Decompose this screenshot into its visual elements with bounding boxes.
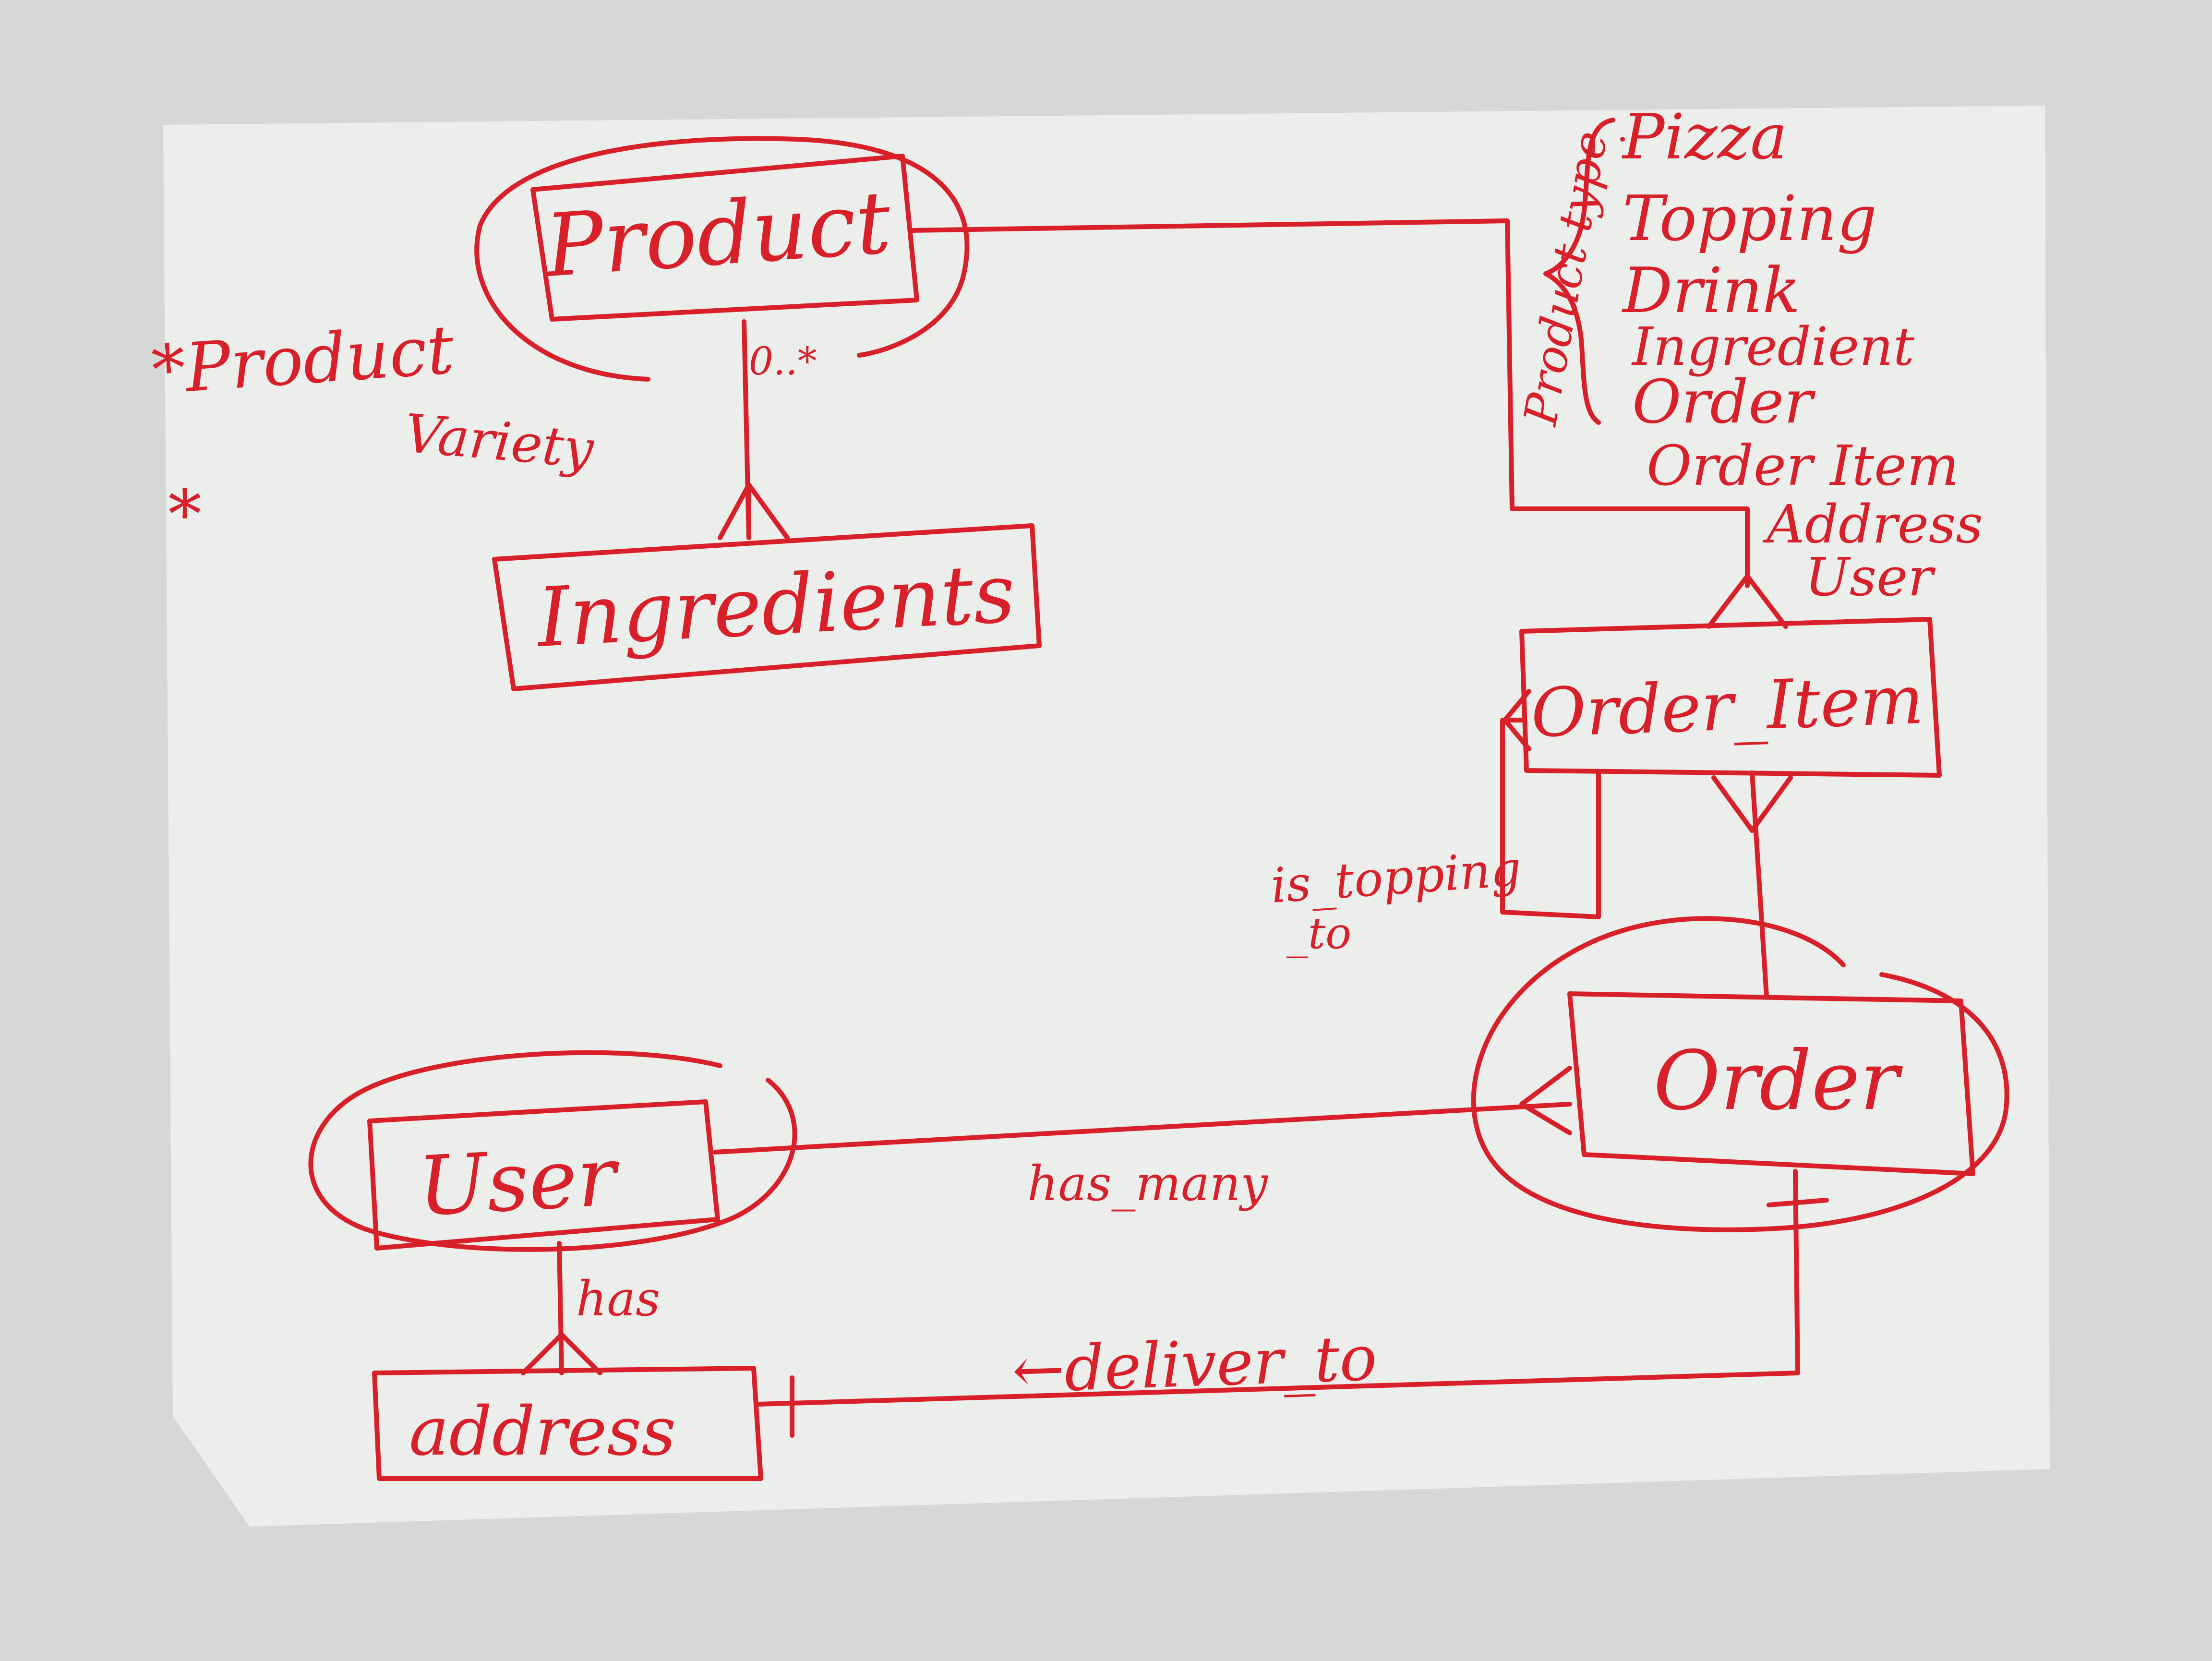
entity-box-ingredients: [492, 523, 1042, 691]
bar-order: [1767, 1198, 1829, 1207]
crows-foot-ingredients: [718, 482, 790, 540]
product-ellipse: [474, 136, 970, 382]
entity-label-address: address: [409, 1393, 676, 1471]
crows-foot-orderitem: [1707, 574, 1788, 629]
product-orderitem-line: [910, 218, 1750, 588]
product-type-item: Address: [1762, 493, 1983, 555]
note-empty-bullet: *: [168, 476, 202, 554]
deliver-to-label: ←deliver_to: [1011, 1322, 1378, 1407]
product-type-item: Order Item: [1647, 434, 1959, 498]
order-address-line: [756, 1169, 1800, 1407]
crows-foot-address: [521, 1332, 602, 1375]
entity-box-order-item: [1519, 617, 1942, 778]
is-topping-to-loop: [1500, 718, 1601, 919]
user-ellipse: [308, 1050, 797, 1252]
product-type-brace: [1543, 118, 1615, 425]
entity-label-order: Order: [1653, 1034, 1903, 1129]
product-type-item: Ingredient: [1631, 316, 1915, 377]
entity-box-order: [1567, 991, 1975, 1176]
entity-box-product: [530, 154, 919, 322]
is-topping-to-label-2: _to: [1286, 908, 1351, 959]
product-type-item: User: [1805, 546, 1936, 608]
user-order-line: [713, 1102, 1572, 1155]
cardinality-label: 0..*: [749, 339, 817, 384]
entity-box-user: [367, 1099, 720, 1251]
crows-foot-order-side: [1711, 775, 1793, 833]
paper-sheet: [163, 106, 2050, 1527]
entity-label-order-item: Order_Item: [1530, 661, 1925, 753]
product-type-item: Pizza: [1622, 100, 1788, 173]
has-many-label: has_many: [1027, 1155, 1268, 1212]
has-label: has: [576, 1271, 660, 1327]
product-type-item: Topping: [1623, 182, 1877, 255]
orderitem-order-line: [1750, 770, 1769, 999]
entity-box-address: [372, 1366, 763, 1481]
order-ellipse: [1471, 916, 2009, 1232]
entity-label-product: Product: [541, 172, 894, 297]
product-type-item: Drink: [1622, 254, 1800, 327]
user-address-line: [557, 1241, 564, 1375]
loop-arrow: [1503, 689, 1531, 751]
product-type-item: Order: [1632, 367, 1815, 437]
crows-foot-order-user: [1519, 1066, 1572, 1135]
entity-label-user: User: [416, 1129, 623, 1235]
